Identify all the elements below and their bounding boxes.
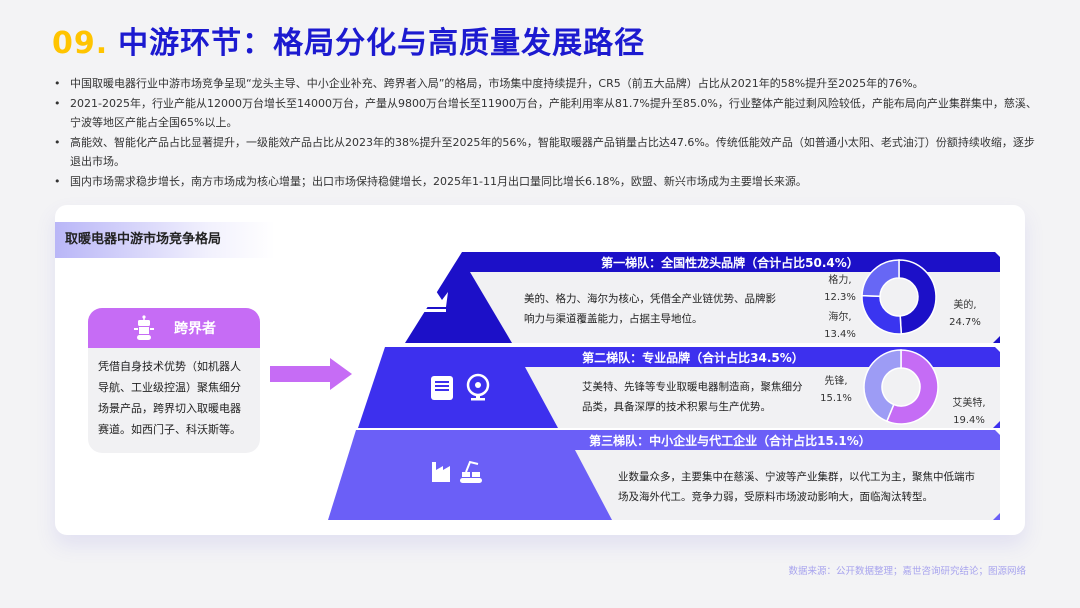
card-label: 取暖电器中游市场竞争格局 [55, 222, 275, 258]
crossover-header: 跨界者 [88, 308, 260, 348]
tier-2-donut-chart [863, 349, 939, 425]
tier-1-donut-chart [861, 259, 937, 335]
section-number: 09. [52, 26, 109, 61]
tier-3-body [575, 450, 1000, 520]
donut-slice-艾美特 [885, 349, 939, 425]
title-text: 中游环节：格局分化与高质量发展路径 [118, 26, 646, 61]
fan-icon [466, 373, 490, 401]
crown-icon [420, 288, 448, 312]
tier-3-title: 第三梯队：中小企业与代工企业（合计占比15.1%） [589, 434, 871, 448]
tier-2-text: 艾美特、先锋等专业取暖电器制造商，聚焦细分品类，具备深厚的技术积累与生产优势。 [582, 381, 803, 413]
donut-slice-格力 [861, 259, 900, 298]
tier-1-text: 美的、格力、海尔为核心，凭借全产业链优势、品牌影响力与渠道覆盖能力，占据主导地位… [524, 293, 776, 325]
bullet-list: 中国取暖电器行业中游市场竞争呈现“龙头主导、中小企业补充、跨界者入局”的格局，市… [52, 74, 1042, 191]
bullet-item: 国内市场需求稳步增长，南方市场成为核心增量；出口市场保持稳健增长，2025年1-… [52, 172, 1042, 192]
factory-icon [432, 462, 450, 482]
crossover-text: 凭借自身技术优势（如机器人导航、工业级控温）聚焦细分场景产品，跨界切入取暖电器赛… [98, 360, 241, 436]
pie-label-midea: 美的,24.7% [949, 300, 981, 328]
crossover-box: 跨界者 凭借自身技术优势（如机器人导航、工业级控温）聚焦细分场景产品，跨界切入取… [88, 308, 260, 453]
crossover-title: 跨界者 [174, 321, 216, 337]
bullet-item: 中国取暖电器行业中游市场竞争呈现“龙头主导、中小企业补充、跨界者入局”的格局，市… [52, 74, 1042, 94]
arrow-icon [270, 358, 352, 390]
data-source: 数据来源：公开数据整理；嘉世咨询研究结论；图源网络 [788, 566, 1026, 577]
bullet-item: 高能效、智能化产品占比显著提升，一级能效产品占比从2023年的38%提升至202… [52, 133, 1042, 172]
pie-label-xianfeng: 先锋,15.1% [820, 376, 852, 404]
pie-label-haier: 海尔,13.4% [824, 312, 856, 340]
tier-2-title: 第二梯队：专业品牌（合计占比34.5%） [582, 351, 804, 365]
pie-label-airmate: 艾美特,19.4% [952, 398, 986, 426]
tier-1-title: 第一梯队：全国性龙头品牌（合计占比50.4%） [601, 256, 859, 270]
donut-slice-美的 [898, 259, 937, 335]
tier-3-text: 业数量众多，主要集中在慈溪、宁波等产业集群，以代工为主，聚焦中低端市场及海外代工… [618, 471, 975, 503]
assembly-line-icon [460, 460, 482, 483]
donut-slice-先锋 [863, 349, 902, 423]
bullet-item: 2021-2025年，行业产能从12000万台增长至14000万台，产量从980… [52, 94, 1042, 133]
robot-icon [134, 315, 154, 340]
pie-label-gree: 格力,12.3% [824, 275, 856, 303]
page-title: 09. 中游环节：格局分化与高质量发展路径 [52, 18, 645, 62]
heater-icon [431, 376, 453, 400]
